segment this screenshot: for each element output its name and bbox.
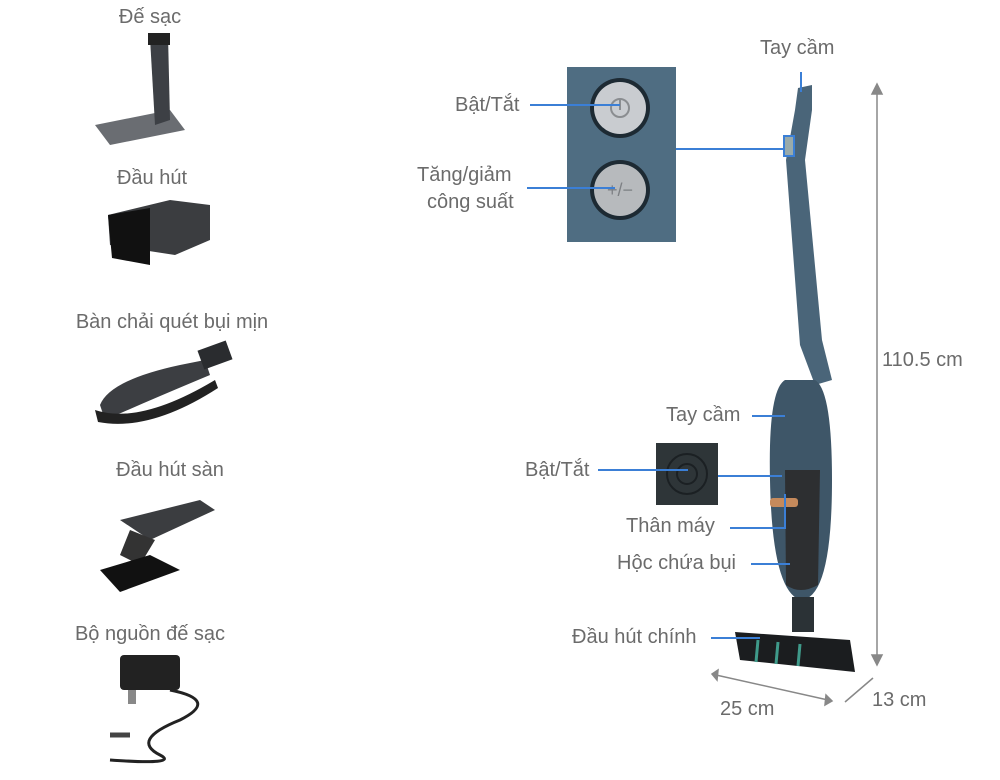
callout-handle-top: Tay cầm — [760, 37, 835, 59]
callout-main-nozzle: Đầu hút chính — [572, 626, 697, 648]
charging-base-image — [95, 33, 185, 145]
callout-dust-bin: Hộc chứa bụi — [617, 552, 737, 574]
power-icon — [610, 98, 630, 118]
power-adapter-image — [109, 655, 200, 764]
dusting-brush-image — [95, 340, 233, 424]
accessory-label-power-adapter: Bộ nguồn đế sạc — [74, 623, 226, 645]
dimension-arrows — [710, 82, 884, 707]
accessory-label-dusting-brush: Bàn chải quét bụi mịn — [75, 311, 269, 333]
dimension-width: 25 cm — [720, 698, 775, 720]
floor-nozzle-image — [100, 500, 215, 592]
vacuum-cleaner-image — [735, 85, 855, 672]
dimension-depth: 13 cm — [872, 689, 927, 711]
crevice-nozzle-image — [108, 200, 210, 265]
power-icon — [676, 463, 698, 485]
accessory-label-charging-base: Đế sạc — [118, 6, 182, 28]
dimension-height: 110.5 cm — [882, 349, 963, 371]
callout-handle-body: Tay cầm — [666, 404, 741, 426]
callout-power-adjust-2: công suất — [427, 191, 514, 213]
callout-body: Thân máy — [626, 515, 715, 537]
accessory-label-floor-nozzle: Đầu hút sàn — [116, 459, 224, 481]
plus-minus-icon: +/− — [607, 180, 633, 200]
body-power-inset — [656, 443, 718, 505]
callout-lines — [527, 72, 802, 639]
callout-power-top: Bật/Tắt — [455, 94, 520, 116]
accessory-label-nozzle: Đầu hút — [116, 167, 188, 189]
callout-power-body: Bật/Tắt — [525, 459, 590, 481]
callout-power-adjust-1: Tăng/giảm — [417, 164, 512, 186]
button-panel-inset: +/− — [567, 67, 676, 242]
